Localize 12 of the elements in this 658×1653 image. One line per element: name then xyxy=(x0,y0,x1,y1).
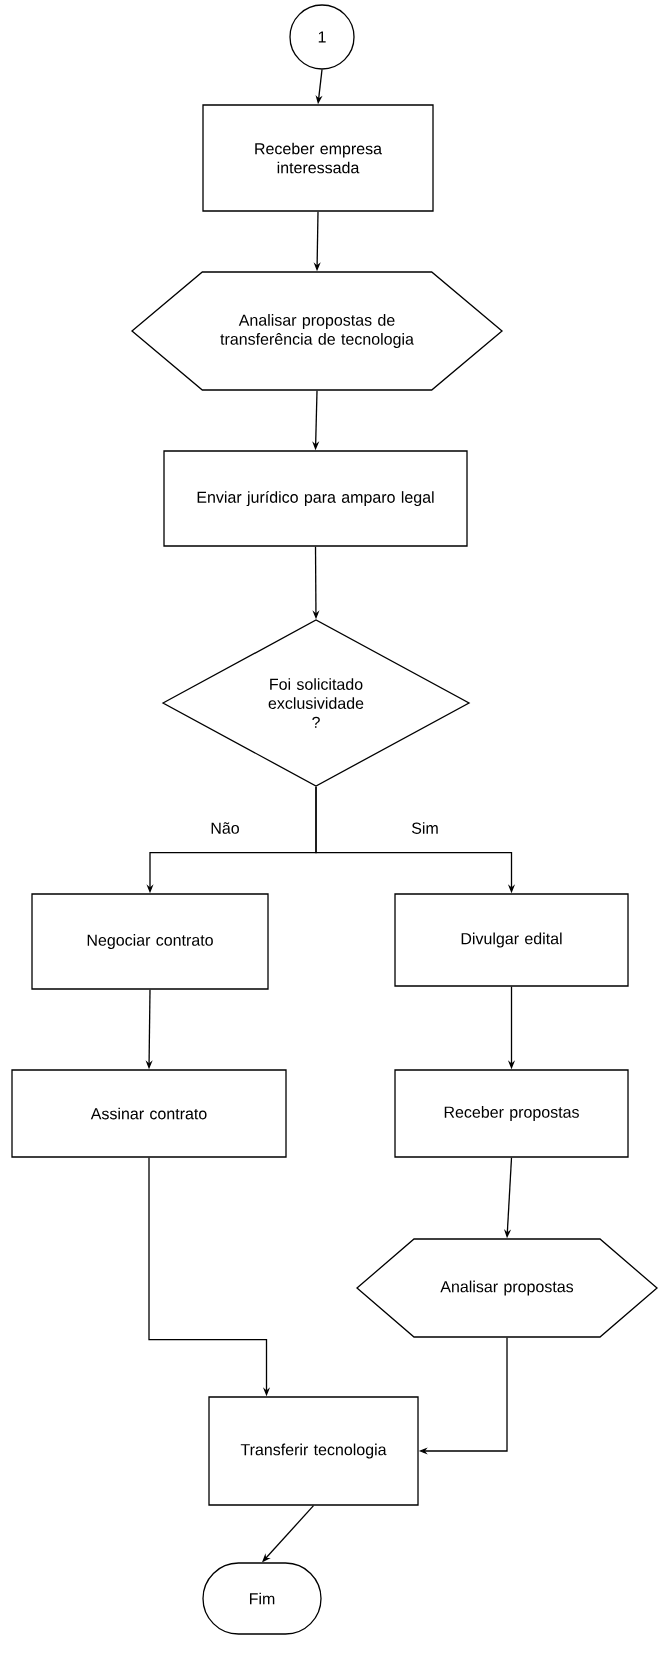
process-box: Assinar contrato xyxy=(11,1069,287,1158)
preparation-hexagon: Analisar propostas xyxy=(356,1238,658,1338)
process-box: Receber propostas xyxy=(394,1069,629,1158)
process-box: Negociar contrato xyxy=(31,893,269,990)
process-box: Receber empresa interessada xyxy=(202,104,434,212)
edge-label: Não xyxy=(208,820,242,836)
terminator: Fim xyxy=(202,1562,322,1635)
edge-label: Sim xyxy=(409,820,441,836)
preparation-hexagon: Analisar propostas de transferência de tecnologia xyxy=(131,271,504,391)
process-box: Divulgar edital xyxy=(394,893,629,987)
process-box: Transferir tecnologia xyxy=(208,1396,419,1506)
process-box: Enviar jurídico para amparo legal xyxy=(163,450,468,547)
